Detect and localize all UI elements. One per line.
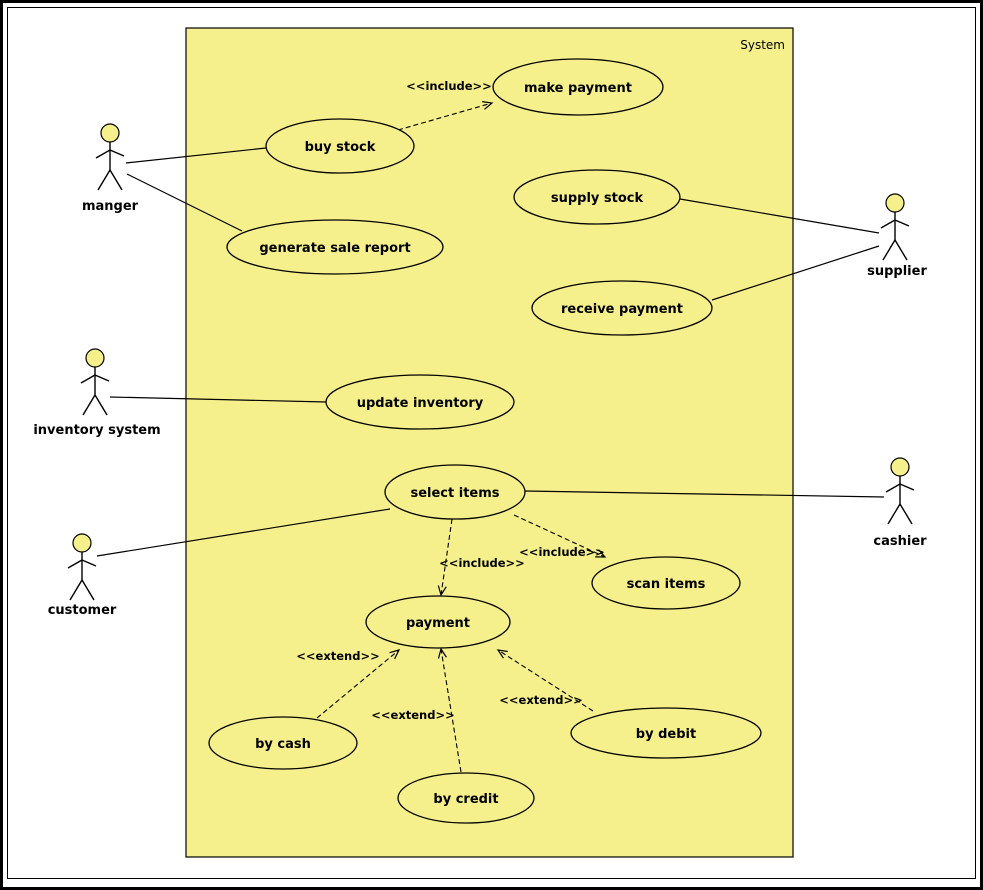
system-label: System <box>740 38 785 52</box>
actor-inventory-system: inventory system <box>33 348 161 438</box>
extend-label-by-debit: <<extend>> <box>499 693 582 707</box>
actor-figure-icon <box>880 193 910 261</box>
include-label-3: <<include>> <box>519 545 605 559</box>
assoc-manger-buy-stock <box>125 147 267 164</box>
actor-manger: manger <box>82 123 139 214</box>
usecase-label: select items <box>410 486 499 501</box>
usecase-receive-payment: receive payment <box>531 280 713 336</box>
actor-label: customer <box>48 603 117 618</box>
usecase-by-cash: by cash <box>208 716 358 770</box>
usecase-label: supply stock <box>551 191 644 206</box>
actor-label: supplier <box>867 264 927 279</box>
usecase-label: by debit <box>636 727 696 742</box>
include-label-2: <<include>> <box>439 556 525 570</box>
extend-by-credit-payment <box>437 647 462 773</box>
usecase-supply-stock: supply stock <box>513 169 681 225</box>
include-select-items-scan-items <box>513 514 607 558</box>
usecase-buy-stock: buy stock <box>265 118 415 174</box>
usecase-generate-sale-report: generate sale report <box>226 219 444 275</box>
usecase-label: update inventory <box>357 396 484 411</box>
usecase-label: generate sale report <box>259 241 410 256</box>
actor-label: manger <box>82 199 139 214</box>
actor-supplier: supplier <box>867 193 927 279</box>
usecase-update-inventory: update inventory <box>325 374 515 430</box>
dependency-arrows <box>316 101 607 773</box>
assoc-cashier-select-items <box>524 490 885 498</box>
actor-figure-icon <box>95 123 125 191</box>
usecase-scan-items: scan items <box>591 556 741 610</box>
usecase-by-credit: by credit <box>397 772 535 824</box>
usecase-make-payment: make payment <box>492 58 664 116</box>
usecase-by-debit: by debit <box>570 707 762 759</box>
assoc-inventory-update-inventory <box>109 396 328 403</box>
actor-label: cashier <box>873 534 927 549</box>
extend-label-by-cash: <<extend>> <box>296 649 379 663</box>
extend-by-cash-payment <box>316 649 401 719</box>
usecase-label: buy stock <box>305 140 376 155</box>
actor-label: inventory system <box>33 423 160 438</box>
extend-label-by-credit: <<extend>> <box>371 708 454 722</box>
usecase-label: payment <box>406 616 470 631</box>
actor-cashier: cashier <box>873 457 927 549</box>
usecase-label: by cash <box>255 737 311 752</box>
actor-figure-icon <box>67 533 97 601</box>
usecase-payment: payment <box>365 595 511 649</box>
usecase-label: by credit <box>433 792 498 807</box>
usecase-label: make payment <box>524 81 632 96</box>
inner-frame <box>7 7 976 879</box>
assoc-manger-generate-sale-report <box>126 173 243 232</box>
include-select-items-payment <box>437 518 453 597</box>
usecase-select-items: select items <box>384 464 526 520</box>
actor-customer: customer <box>48 533 117 618</box>
extend-by-debit-payment <box>496 649 594 712</box>
include-label-1: <<include>> <box>406 79 492 93</box>
include-buy-stock-make-payment <box>397 101 494 131</box>
actor-figure-icon <box>80 348 110 416</box>
usecase-label: receive payment <box>561 302 683 317</box>
assoc-customer-select-items <box>96 508 391 557</box>
usecase-label: scan items <box>627 577 706 592</box>
association-lines <box>96 147 885 557</box>
stereotype-labels: <<include>> <<include>> <<include>> <<ex… <box>296 79 605 722</box>
assoc-supplier-supply-stock <box>679 198 880 234</box>
assoc-supplier-receive-payment <box>711 245 880 301</box>
actor-figure-icon <box>885 457 915 525</box>
